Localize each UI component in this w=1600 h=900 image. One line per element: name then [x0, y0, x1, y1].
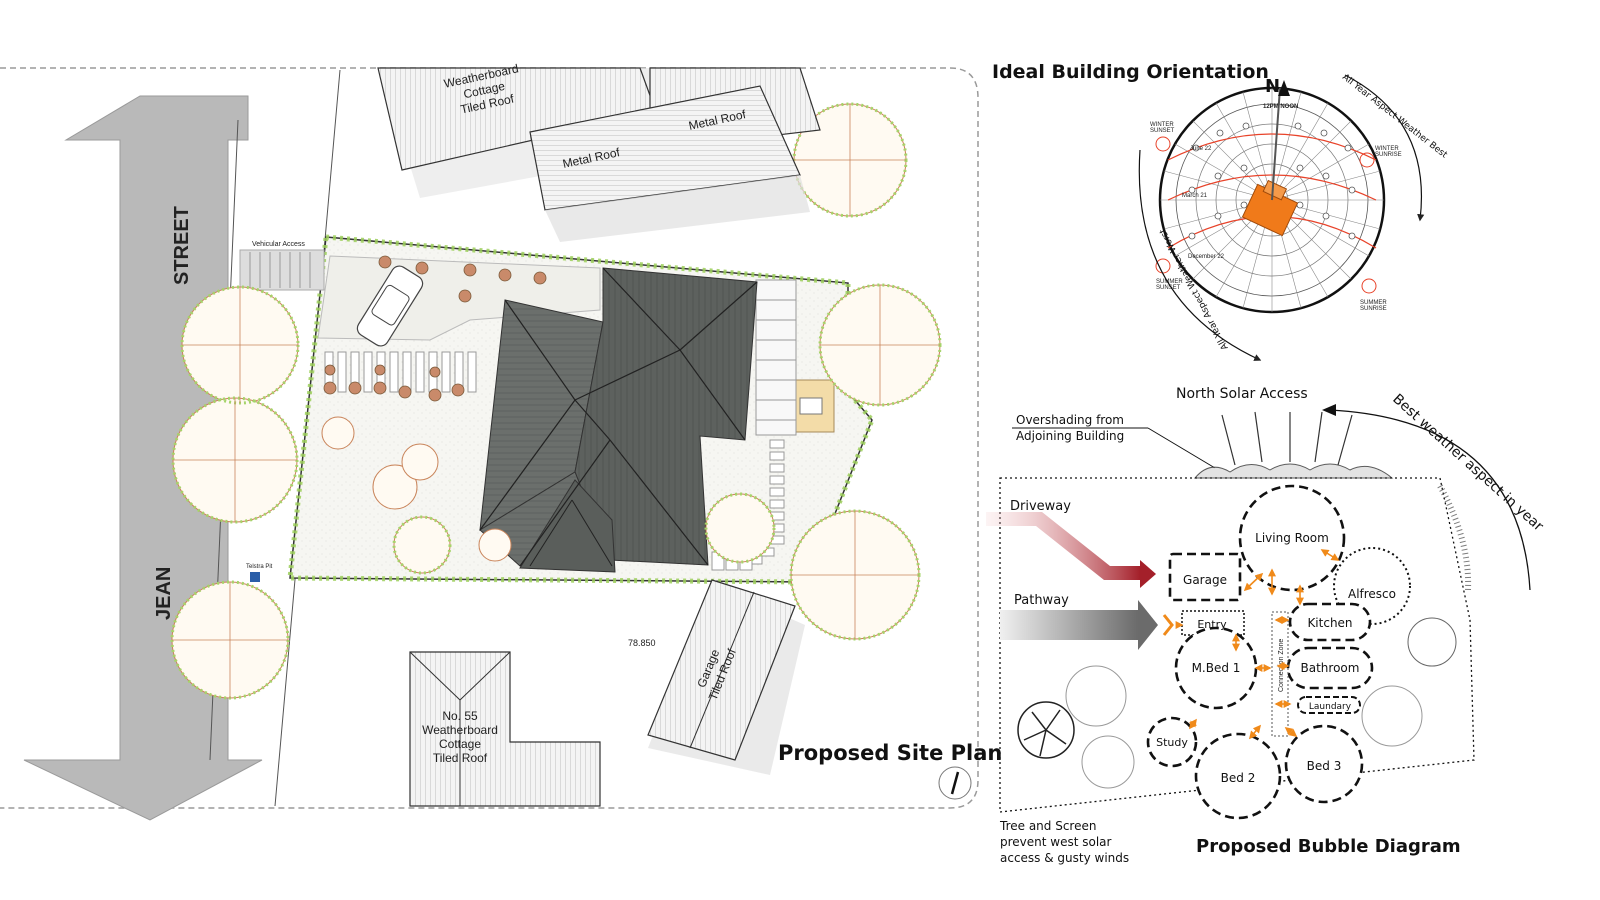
- bathroom-bubble: [1286, 646, 1374, 690]
- garage-room-label: Garage: [1183, 573, 1227, 587]
- site-plan: JEAN STREET Vehicular Access: [0, 61, 1002, 821]
- bathroom-label: Bathroom: [1301, 661, 1360, 675]
- garage-bubble: [1168, 552, 1242, 602]
- north-label: N: [1265, 76, 1280, 97]
- vehicular-access-crossing: [239, 249, 325, 291]
- tree: [478, 528, 512, 562]
- no55-cottage: No. 55 Weatherboard Cottage Tiled Roof: [409, 651, 601, 807]
- mbed-label: M.Bed 1: [1192, 661, 1241, 675]
- bed2-label: Bed 2: [1221, 771, 1256, 785]
- pergola: [755, 279, 797, 436]
- march-label: March 21: [1182, 193, 1208, 199]
- driveway-arrow: [986, 512, 1156, 588]
- bed2-bubble: [1194, 732, 1282, 820]
- pathway-arrow: [1000, 600, 1158, 650]
- alfresco-label: Alfresco: [1348, 587, 1396, 601]
- kitchen-label: Kitchen: [1307, 616, 1352, 630]
- laundry-label: Laundary: [1309, 702, 1352, 712]
- bubble-diagram-title: Proposed Bubble Diagram: [1196, 836, 1461, 857]
- december-label: December 22: [1188, 254, 1225, 260]
- bed3-label: Bed 3: [1307, 759, 1342, 773]
- pathway-label: Pathway: [1014, 593, 1069, 608]
- connection-zone: [1271, 611, 1289, 737]
- study-bubble: [1146, 716, 1198, 768]
- site-plan-frame: [0, 67, 979, 809]
- sketch-tree: [1081, 735, 1135, 789]
- north-solar-label: North Solar Access: [1176, 386, 1308, 402]
- planters: [323, 255, 547, 402]
- site-plan-title: Proposed Site Plan: [778, 741, 1002, 765]
- garage-building: Garage Tiled Roof: [647, 579, 805, 775]
- street-name-jean: JEAN: [153, 567, 175, 620]
- proposed-house-roof: [479, 267, 758, 573]
- winter-sunset-2: SUNSET: [1150, 128, 1175, 134]
- tree-note-1: Tree and Screen: [999, 819, 1096, 833]
- laundry-bubble: [1297, 696, 1361, 714]
- sketch-tree-dark: [1017, 701, 1075, 759]
- sketch-tree: [1407, 617, 1457, 667]
- tree: [372, 464, 418, 510]
- winter-sunrise-2: SUNRISE: [1375, 152, 1402, 158]
- bed3-bubble: [1284, 724, 1364, 804]
- sketch-tree: [1065, 665, 1127, 727]
- no55-label-3: Cottage: [439, 737, 481, 751]
- street-name-street: STREET: [171, 206, 193, 285]
- summer-sunrise-1: SUMMER: [1360, 300, 1387, 306]
- living-room-label: Living Room: [1255, 531, 1329, 545]
- overshading-label-1: Overshading from: [1016, 413, 1124, 427]
- best-weather-label: Best weather aspect in year: [1389, 391, 1546, 535]
- sketch-tree: [1361, 685, 1423, 747]
- noon-label: 12PM NOON: [1263, 104, 1298, 110]
- tree: [321, 416, 355, 450]
- no55-label-4: Tiled Roof: [433, 751, 488, 765]
- summer-sunset-1: SUMMER: [1156, 279, 1183, 285]
- building-orientation-icon: [1241, 179, 1299, 237]
- living-room-bubble: [1238, 484, 1346, 592]
- bubble-diagram: North Solar Access Best weather aspect i…: [986, 386, 1546, 865]
- no55-label-2: Weatherboard: [422, 723, 498, 737]
- orientation-diagram: Ideal Building Orientation: [992, 61, 1449, 361]
- vehicular-access-label: Vehicular Access: [252, 241, 305, 248]
- bubble-site-boundary: [999, 477, 1475, 813]
- winter-sunset-1: WINTER: [1150, 122, 1174, 128]
- entry-label: Entry: [1197, 618, 1227, 631]
- winter-sunrise-1: WINTER: [1375, 146, 1399, 152]
- summer-sunset-2: SUNSET: [1156, 285, 1181, 291]
- tree-note-3: access & gusty winds: [1000, 851, 1129, 865]
- car: [356, 265, 424, 347]
- north-point-icon: [938, 766, 972, 800]
- stepping-stones: [324, 351, 785, 571]
- summer-sunrise-2: SUNRISE: [1360, 306, 1387, 312]
- orientation-title: Ideal Building Orientation: [992, 61, 1269, 83]
- north-cottage: Weatherboard Cottage Tiled Roof Metal Ro…: [377, 61, 821, 242]
- study-label: Study: [1156, 736, 1188, 749]
- overshading-label-2: Adjoining Building: [1016, 429, 1124, 443]
- kitchen-bubble: [1288, 602, 1372, 642]
- tree-note-2: prevent west solar: [1000, 835, 1112, 849]
- tree: [401, 443, 439, 481]
- june-label: June 22: [1190, 146, 1212, 152]
- telstra-pit-icon: [250, 572, 260, 582]
- no55-label-1: No. 55: [442, 709, 478, 723]
- driveway-label: Driveway: [1010, 499, 1071, 514]
- telstra-pit-label: Telstra Pit: [246, 564, 273, 570]
- spot-level: 78.850: [628, 638, 656, 648]
